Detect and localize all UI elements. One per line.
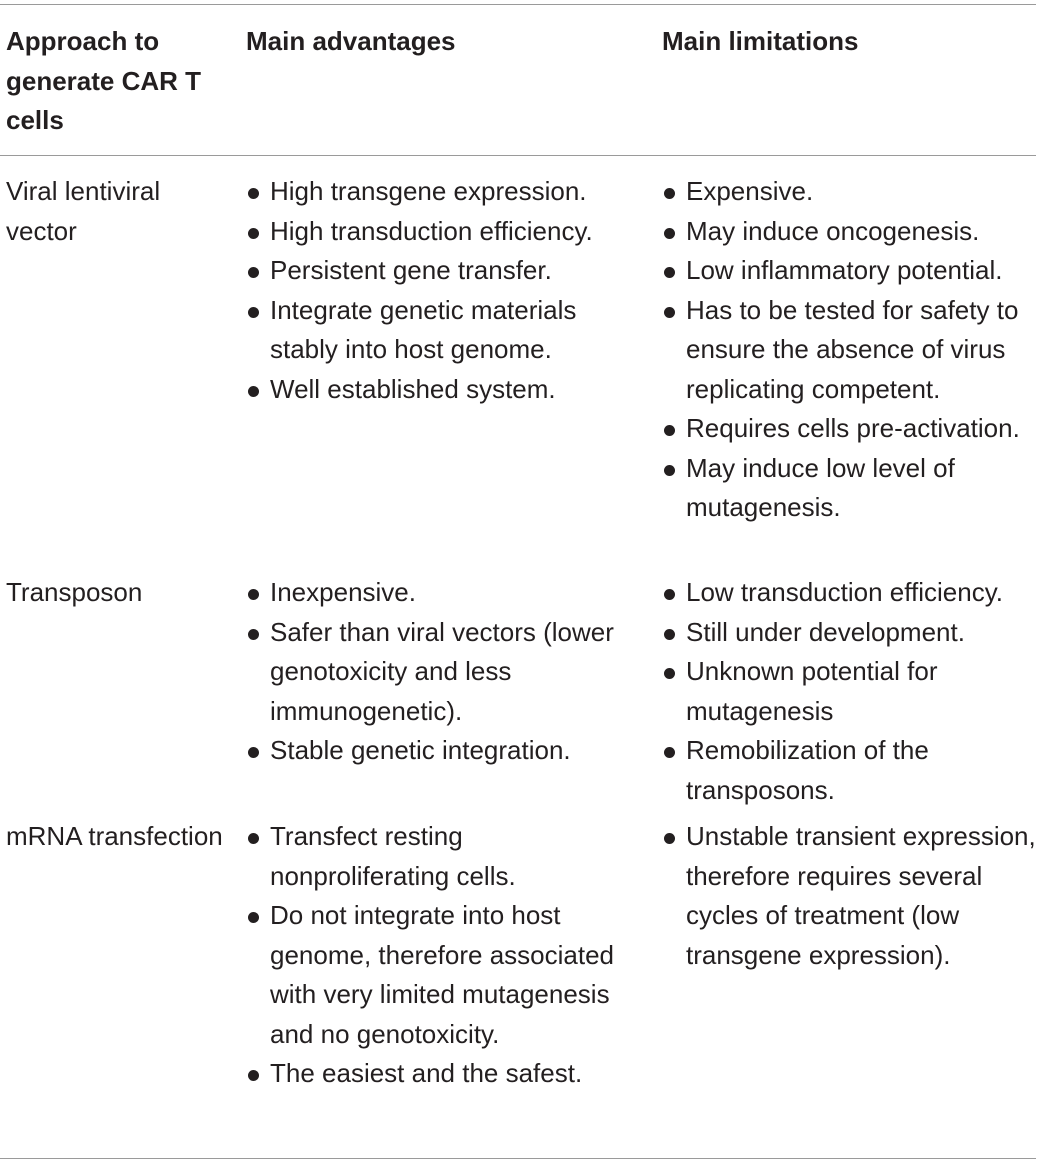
list-item: Unknown potential for mutagenesis [662,652,1040,731]
bullet-icon [664,267,675,278]
approach-cell: Transposon [6,577,143,607]
limitations-cell: Unstable transient expression, therefore… [662,817,1040,975]
limitation-text: Low inflammatory potential. [686,255,1003,285]
table-header-rule [0,155,1036,156]
table-body: Viral lentiviral vector High transgene e… [0,172,1040,1132]
limitation-text: May induce low level of mutagenesis. [686,452,955,523]
table-row: mRNA transfection Transfect resting nonp… [0,817,1040,1132]
bullet-icon [248,589,259,600]
limitation-text: Has to be tested for safety to ensure th… [686,294,1019,404]
limitation-text: Remobilization of the transposons. [686,735,929,805]
bullet-icon [664,188,675,199]
approach-cell: Viral lentiviral vector [6,176,161,246]
limitation-text: Unstable transient expression, therefore… [686,821,1036,970]
advantage-text: Safer than viral vectors (lower genotoxi… [270,616,614,726]
bullet-icon [248,267,259,278]
list-item: High transgene expression. [246,172,646,212]
list-item: Still under development. [662,613,1040,653]
list-item: Requires cells pre-activation. [662,409,1040,449]
table-bottom-rule [0,1158,1036,1159]
list-item: Integrate genetic materials stably into … [246,291,646,370]
bullet-icon [664,306,675,318]
advantage-text: Well established system. [270,373,556,404]
advantages-cell: Inexpensive. Safer than viral vectors (l… [246,573,646,771]
list-item: Expensive. [662,172,1040,212]
table-row: Viral lentiviral vector High transgene e… [0,172,1040,565]
list-item: Remobilization of the transposons. [662,731,1040,810]
advantages-cell: High transgene expression. High transduc… [246,172,646,409]
advantage-text: The easiest and the safest. [270,1058,583,1088]
advantage-text: Inexpensive. [270,577,416,607]
bullet-icon [664,227,675,239]
bullet-icon [248,385,259,397]
limitation-text: Still under development. [686,616,965,647]
bullet-icon [664,747,675,758]
list-item: Has to be tested for safety to ensure th… [662,291,1040,410]
bullet-icon [248,747,259,758]
list-item: The easiest and the safest. [246,1054,646,1094]
list-item: Persistent gene transfer. [246,251,646,291]
list-item: Stable genetic integration. [246,731,646,771]
list-item: May induce low level of mutagenesis. [662,449,1040,528]
list-item: Well established system. [246,370,646,410]
advantage-text: Integrate genetic materials stably into … [270,294,577,365]
bullet-icon [248,628,259,640]
list-item: Transfect resting nonproliferating cells… [246,817,646,896]
limitations-cell: Low transduction efficiency. Still under… [662,573,1040,810]
advantage-text: Stable genetic integration. [270,735,571,765]
header-advantages: Main advantages [246,26,456,56]
list-item: Inexpensive. [246,573,646,613]
bullet-icon [248,188,259,199]
table-top-rule [0,4,1036,5]
list-item: Low inflammatory potential. [662,251,1040,291]
header-limitations: Main limitations [662,26,859,56]
advantages-cell: Transfect resting nonproliferating cells… [246,817,646,1094]
limitation-text: Expensive. [686,176,814,206]
limitation-text: Requires cells pre-activation. [686,413,1020,443]
bullet-icon [248,833,259,844]
list-item: Unstable transient expression, therefore… [662,817,1040,975]
advantage-text: High transgene expression. [270,176,587,206]
advantage-text: High transduction efficiency. [270,215,593,246]
limitation-text: May induce oncogenesis. [686,215,980,246]
approach-cell: mRNA transfection [6,821,223,851]
bullet-icon [664,425,675,436]
advantage-text: Persistent gene transfer. [270,255,552,285]
bullet-icon [664,589,675,600]
bullet-icon [248,227,259,239]
limitations-cell: Expensive. May induce oncogenesis. Low i… [662,172,1040,528]
list-item: High transduction efficiency. [246,212,646,252]
list-item: Do not integrate into host genome, there… [246,896,646,1054]
header-approach: Approach to generate CAR T cells [6,26,202,135]
limitation-text: Low transduction efficiency. [686,577,1003,607]
limitation-text: Unknown potential for mutagenesis [686,656,938,726]
list-item: Low transduction efficiency. [662,573,1040,613]
list-item: May induce oncogenesis. [662,212,1040,252]
bullet-icon [248,912,259,923]
bullet-icon [248,1070,259,1081]
list-item: Safer than viral vectors (lower genotoxi… [246,613,646,732]
bullet-icon [664,668,675,679]
bullet-icon [248,306,259,318]
bullet-icon [664,628,675,640]
table-row: Transposon Inexpensive. Safer than viral… [0,573,1040,809]
bullet-icon [664,464,675,476]
advantage-text: Transfect resting nonproliferating cells… [270,821,516,891]
advantage-text: Do not integrate into host genome, there… [270,900,614,1049]
bullet-icon [664,833,675,844]
